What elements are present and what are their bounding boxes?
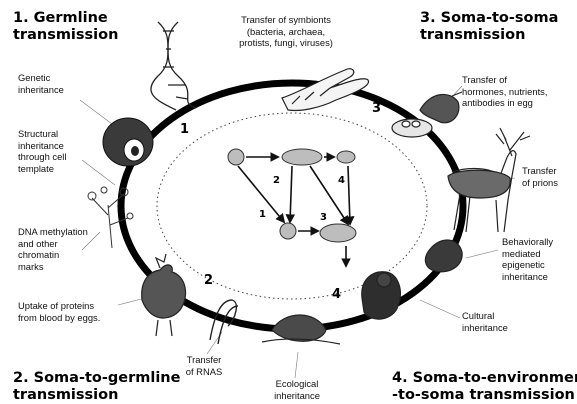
label-line: Uptake of proteins xyxy=(18,300,100,312)
label-ecological-inheritance: Ecological inheritance xyxy=(262,378,332,401)
label-line: Genetic xyxy=(18,72,64,84)
dna-helix-icon xyxy=(151,22,196,110)
label-line: epigenetic xyxy=(502,259,553,271)
ring-number-4: 4 xyxy=(332,286,341,303)
inner-arrows xyxy=(238,157,350,266)
label-line: mediated xyxy=(502,248,553,260)
heading-line: transmission xyxy=(13,27,118,44)
label-line: chromatin xyxy=(18,249,88,261)
label-line: Transfer of symbionts xyxy=(216,14,356,26)
heading-line: 2. Soma-to-germline xyxy=(13,370,180,387)
label-line: inheritance xyxy=(462,322,508,334)
label-line: Ecological xyxy=(262,378,332,390)
label-line: inheritance xyxy=(18,140,66,152)
label-dna-methylation: DNA methylation and other chromatin mark… xyxy=(18,226,88,272)
label-line: through cell xyxy=(18,151,66,163)
heading-soma-to-environment: 4. Soma-to-environment -to-soma transmis… xyxy=(392,370,577,404)
heading-soma-to-soma: 3. Soma-to-soma transmission xyxy=(420,10,558,44)
label-line: Transfer xyxy=(176,354,232,366)
label-line: protists, fungi, viruses) xyxy=(216,37,356,49)
label-line: antibodies in egg xyxy=(462,97,547,109)
label-line: Cultural xyxy=(462,310,508,322)
label-transfer-prions: Transfer of prions xyxy=(522,165,558,188)
label-transfer-rna: Transfer of RNAS xyxy=(176,354,232,377)
heading-line: transmission xyxy=(420,27,558,44)
label-behaviorally-mediated: Behaviorally mediated epigenetic inherit… xyxy=(502,236,553,282)
primate-icon xyxy=(362,272,401,319)
ring-number-3: 3 xyxy=(372,100,381,117)
heading-soma-to-germline: 2. Soma-to-germline transmission xyxy=(13,370,180,404)
label-structural-inheritance: Structural inheritance through cell temp… xyxy=(18,128,66,174)
label-line: Transfer xyxy=(522,165,558,177)
mouse-icon xyxy=(228,149,356,242)
label-symbionts: Transfer of symbionts (bacteria, archaea… xyxy=(216,14,356,49)
label-line: of prions xyxy=(522,177,558,189)
ring-number-1: 1 xyxy=(180,121,189,138)
label-uptake-of-proteins: Uptake of proteins from blood by eggs. xyxy=(18,300,100,323)
label-line: inheritance xyxy=(262,390,332,402)
label-line: Structural xyxy=(18,128,66,140)
label-line: template xyxy=(18,163,66,175)
hand-icon xyxy=(282,69,369,111)
rooster-icon xyxy=(142,254,186,336)
label-line: inheritance xyxy=(502,271,553,283)
label-transfer-hormones: Transfer of hormones, nutrients, antibod… xyxy=(462,74,547,109)
heading-line: -to-soma transmission xyxy=(392,387,577,404)
label-cultural-inheritance: Cultural inheritance xyxy=(462,310,508,333)
heading-line: 1. Germline xyxy=(13,10,118,27)
label-line: Transfer of xyxy=(462,74,547,86)
label-line: from blood by eggs. xyxy=(18,312,100,324)
inner-number-3: 3 xyxy=(320,209,327,226)
label-line: marks xyxy=(18,261,88,273)
inner-number-1: 1 xyxy=(259,206,266,223)
label-line: DNA methylation xyxy=(18,226,88,238)
label-line: Behaviorally xyxy=(502,236,553,248)
inner-number-4: 4 xyxy=(338,172,345,189)
label-line: inheritance xyxy=(18,84,64,96)
inner-dotted-ring xyxy=(157,113,427,299)
frog-icon xyxy=(425,240,462,272)
label-genetic-inheritance: Genetic inheritance xyxy=(18,72,64,95)
label-line: of RNAS xyxy=(176,366,232,378)
cell-icon xyxy=(103,118,153,166)
heading-line: transmission xyxy=(13,387,180,404)
label-line: and other xyxy=(18,238,88,250)
inner-number-2: 2 xyxy=(273,172,280,189)
heading-line: 3. Soma-to-soma xyxy=(420,10,558,27)
heading-germline: 1. Germline transmission xyxy=(13,10,118,44)
ring-number-2: 2 xyxy=(204,272,213,289)
label-line: (bacteria, archaea, xyxy=(216,26,356,38)
heading-line: 4. Soma-to-environment xyxy=(392,370,577,387)
label-line: hormones, nutrients, xyxy=(462,86,547,98)
